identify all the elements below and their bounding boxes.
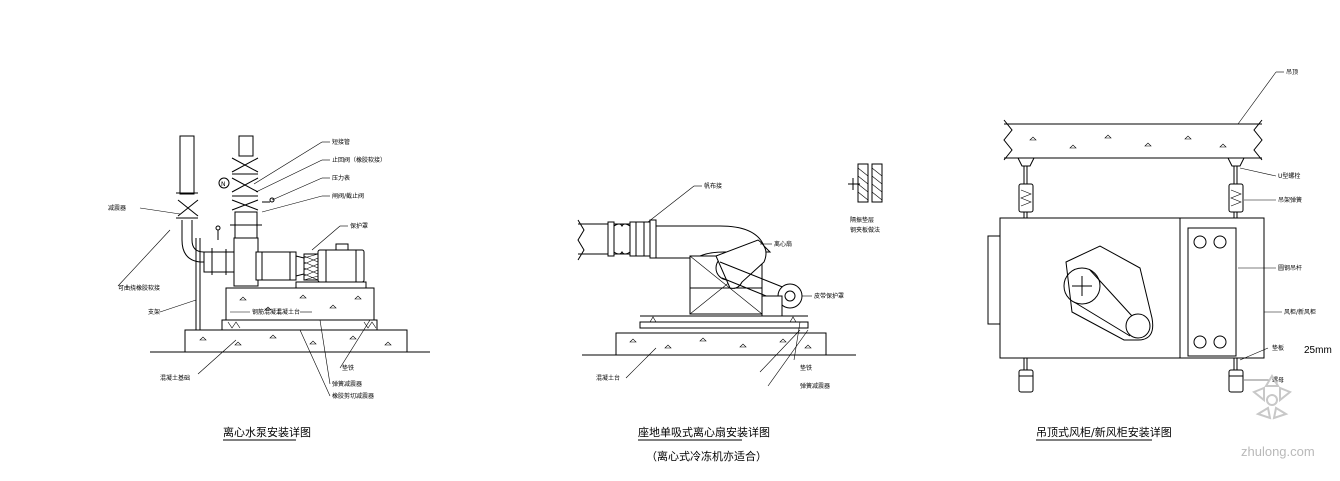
fan-label-7: 垫铁 <box>800 364 812 372</box>
pump-label-2: 止回阀（橡胶软接） <box>332 156 386 164</box>
ahu-label-7: 螺母 <box>1272 376 1284 384</box>
pump-label-13: 弹簧减震器 <box>332 380 362 388</box>
fan-concrete-base <box>615 332 827 356</box>
ahu-label-4: 圆钢吊杆 <box>1278 264 1302 272</box>
pump-label-12: 垫铁 <box>342 364 354 372</box>
ahu-dimension: 25mm <box>1304 345 1332 356</box>
fan-label-3: 皮带保护罩 <box>814 292 844 300</box>
fan-figure-title: 座地单吸式离心扇安装详图 <box>638 425 770 439</box>
ahu-installation-figure: 吊顶 U型螺栓 吊架弹簧 圆钢吊杆 风柜/新风柜 垫板 25mm 螺母 吊顶式风… <box>987 69 1332 441</box>
fan-label-6: 混凝土台 <box>596 374 620 382</box>
pump-label-7: 可曲挠橡胶软接 <box>118 284 160 292</box>
ahu-label-5: 风柜/新风柜 <box>1284 308 1316 316</box>
watermark: zhulong.com <box>1241 374 1315 459</box>
watermark-logo <box>1252 374 1292 420</box>
concrete-base <box>184 329 408 353</box>
pump-motor <box>317 249 365 283</box>
fan-installation-figure: 帆布接 离心扇 皮带保护罩 隔振垫层 钢夹板做法 混凝土台 垫铁 弹簧减震器 座… <box>577 163 883 463</box>
fan-label-5: 钢夹板做法 <box>850 226 880 234</box>
pump-label-5: 保护罩 <box>350 222 368 230</box>
svg-text:N: N <box>221 181 226 188</box>
pump-label-4: 闸阀/截止阀 <box>332 192 364 200</box>
pump-label-14: 橡胶剪切减震器 <box>332 392 374 400</box>
pump-label-9: 混凝土基础 <box>160 374 190 382</box>
ahu-label-1: 吊顶 <box>1286 69 1298 76</box>
fan-label-2: 离心扇 <box>774 240 792 248</box>
pump-installation-figure: N <box>108 135 430 441</box>
pump-label-11: 混凝土台 <box>276 308 300 316</box>
watermark-text: zhulong.com <box>1241 444 1315 459</box>
pump-label-3: 压力表 <box>332 174 350 182</box>
ahu-figure-title: 吊顶式风柜/新风柜安装详图 <box>1036 425 1172 439</box>
pump-label-1: 短接管 <box>332 138 350 146</box>
fan-label-8: 弹簧减震器 <box>800 382 830 390</box>
ahu-label-6: 垫板 <box>1272 344 1284 352</box>
ahu-label-2: U型螺栓 <box>1278 172 1300 180</box>
pump-label-6: 减震器 <box>108 204 126 212</box>
pump-label-8: 支架 <box>148 308 160 316</box>
fan-label-4: 隔振垫层 <box>850 216 874 224</box>
fan-figure-subtitle: （离心式冷冻机亦适合） <box>646 449 767 463</box>
ahu-label-3: 吊架弹簧 <box>1278 196 1302 204</box>
pump-label-10: 钢筋混凝土 <box>252 308 282 316</box>
pump-figure-title: 离心水泵安装详图 <box>223 425 311 439</box>
inertia-base <box>225 287 375 321</box>
fan-label-1: 帆布接 <box>704 182 722 190</box>
